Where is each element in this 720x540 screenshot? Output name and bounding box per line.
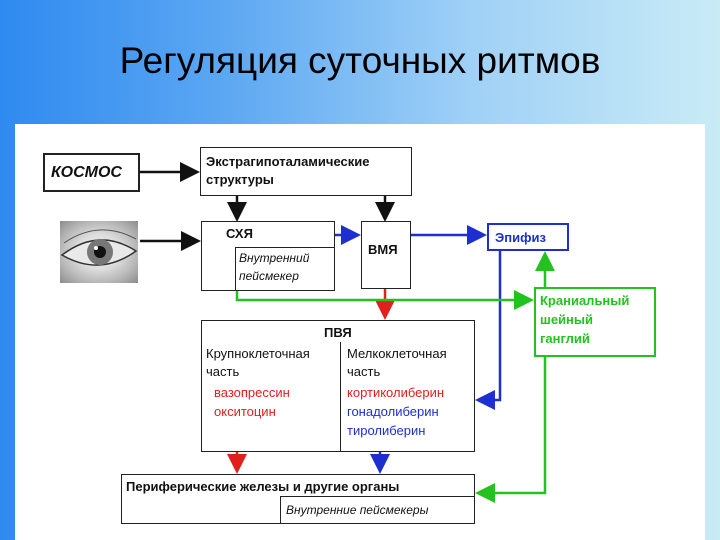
pvya-box: ПВЯ Крупноклеточная часть вазопрессин ок… [201,320,475,452]
ganglion-line-3: ганглий [540,331,590,346]
small-hormone-2: гонадолиберин [347,404,439,419]
vmya-label: ВМЯ [368,242,398,257]
small-cell-line-1: Мелкоклеточная [347,346,447,361]
kosmos-label: КОСМОС [51,164,122,181]
pvya-label: ПВЯ [324,325,352,340]
inner-pacemaker-box: Внутренний пейсмекер [235,247,335,291]
arrow-ganglion-peripheral [475,357,547,503]
large-hormone-2: окситоцин [214,404,276,419]
epiphysis-label: Эпифиз [495,230,546,245]
slide-title: Регуляция суточных ритмов [119,40,601,81]
vmya-box: ВМЯ [361,221,411,289]
extra-box: Экстрагипоталамические структуры [200,147,412,196]
kosmos-box: КОСМОС [43,153,140,192]
arrow-epiphysis-pvya [475,251,502,410]
diagram-arrows [140,162,555,503]
ganglion-line-1: Краниальный [540,293,630,308]
epiphysis-box: Эпифиз [487,223,569,251]
ganglion-line-2: шейный [540,312,594,327]
small-cell-line-2: часть [347,364,381,379]
pvya-divider [340,342,341,452]
small-hormone-1: кортиколиберин [347,385,445,400]
inner-pacemakers-box: Внутренние пейсмекеры [280,496,475,524]
eye-icon [60,229,138,266]
eye-image [60,221,138,283]
large-hormone-1: вазопрессин [214,385,290,400]
extra-line-2: структуры [206,172,274,187]
small-hormone-3: тиролиберин [347,423,426,438]
ganglion-box: Краниальный шейный ганглий [534,287,656,357]
inner-pacemakers-label: Внутренние пейсмекеры [286,503,429,517]
large-cell-line-2: часть [206,364,240,379]
peripheral-label: Периферические железы и другие органы [126,479,400,494]
inner-pacemaker-line-1: Внутренний [239,251,310,265]
arrow-schya-ganglion [235,290,534,310]
diagram-panel: КОСМОС Экстрагипоталамические структуры … [15,124,705,540]
extra-line-1: Экстрагипоталамические [206,154,370,169]
large-cell-line-1: Крупноклеточная [206,346,310,361]
inner-pacemaker-line-2: пейсмекер [239,269,299,283]
schya-label: СХЯ [226,226,253,241]
